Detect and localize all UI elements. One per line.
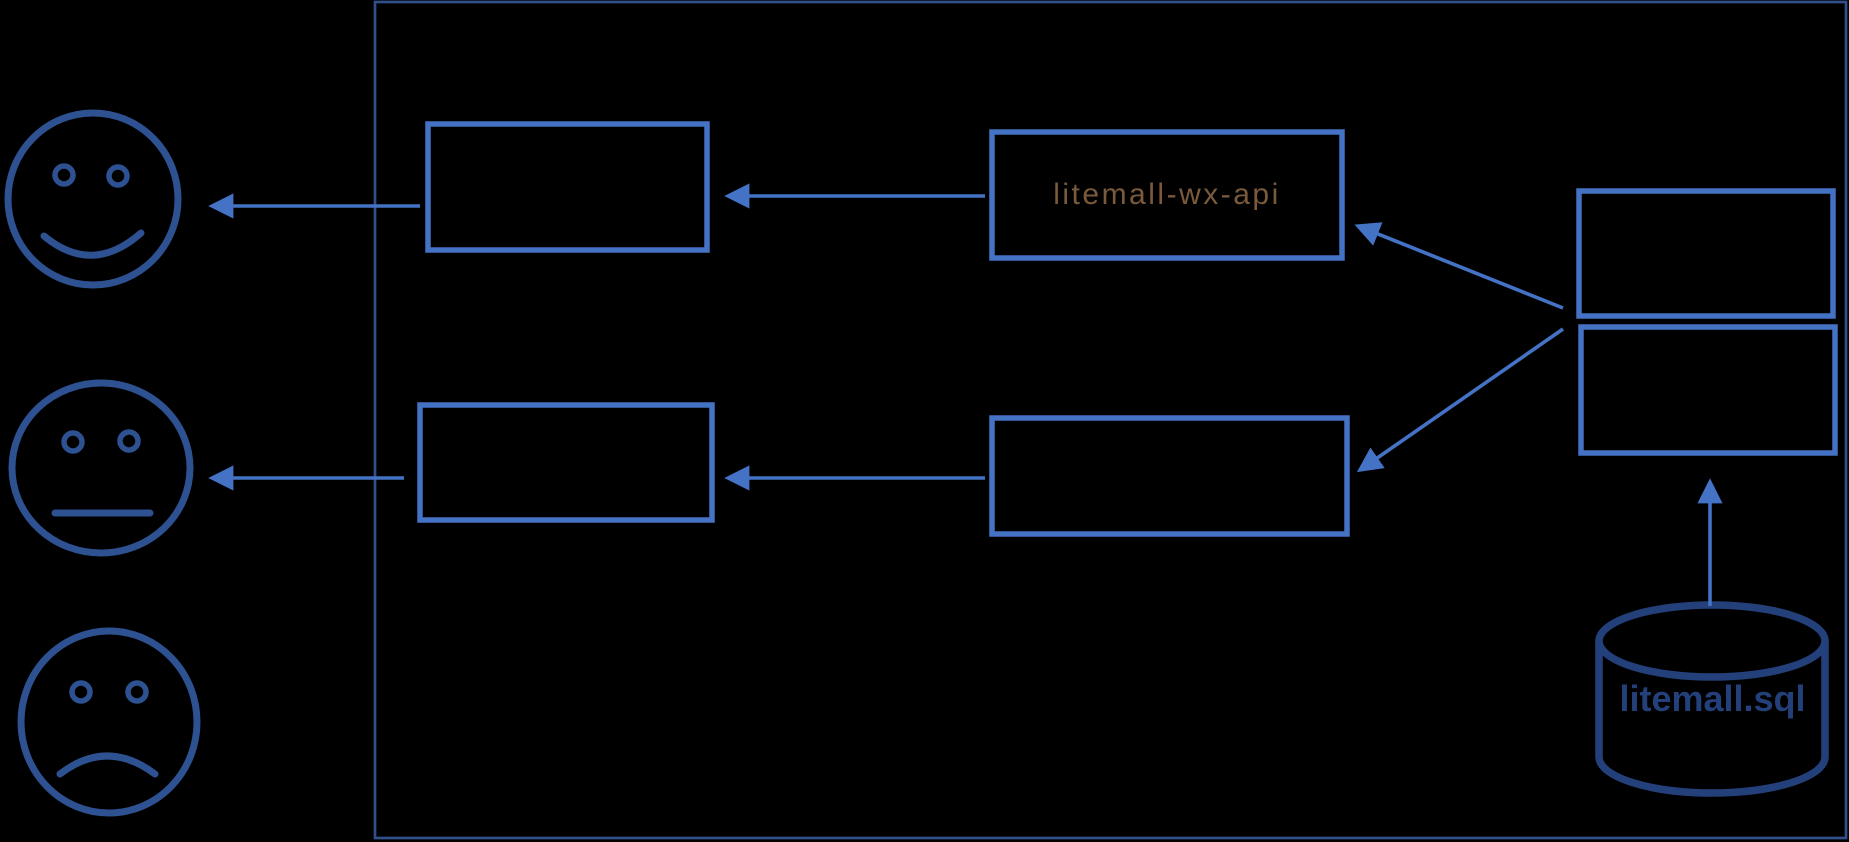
happy-face-smile (40, 229, 145, 259)
box-right-bottom (1578, 324, 1838, 456)
neutral-face-icon (8, 379, 194, 557)
sad-face-frown (56, 752, 159, 778)
arrow-right-to-wx-api (1354, 222, 1564, 310)
box-top-left (425, 121, 710, 253)
happy-face-icon (4, 109, 182, 289)
arrow-right-to-mid-center (1356, 327, 1565, 473)
happy-face-left-eye (52, 163, 76, 187)
happy-face-right-eye (106, 164, 130, 188)
neutral-face-left-eye (61, 430, 85, 454)
sad-face-right-eye (125, 680, 149, 704)
system-boundary-box (373, 0, 1848, 840)
sad-face-left-eye (69, 680, 93, 704)
database-cylinder-icon (1595, 601, 1829, 797)
box-right-top (1576, 188, 1836, 319)
sad-face-icon (17, 627, 201, 817)
neutral-face-right-eye (117, 429, 141, 453)
box-litemall-wx-api (989, 129, 1345, 261)
box-mid-left (417, 402, 715, 523)
box-mid-center (989, 415, 1350, 537)
